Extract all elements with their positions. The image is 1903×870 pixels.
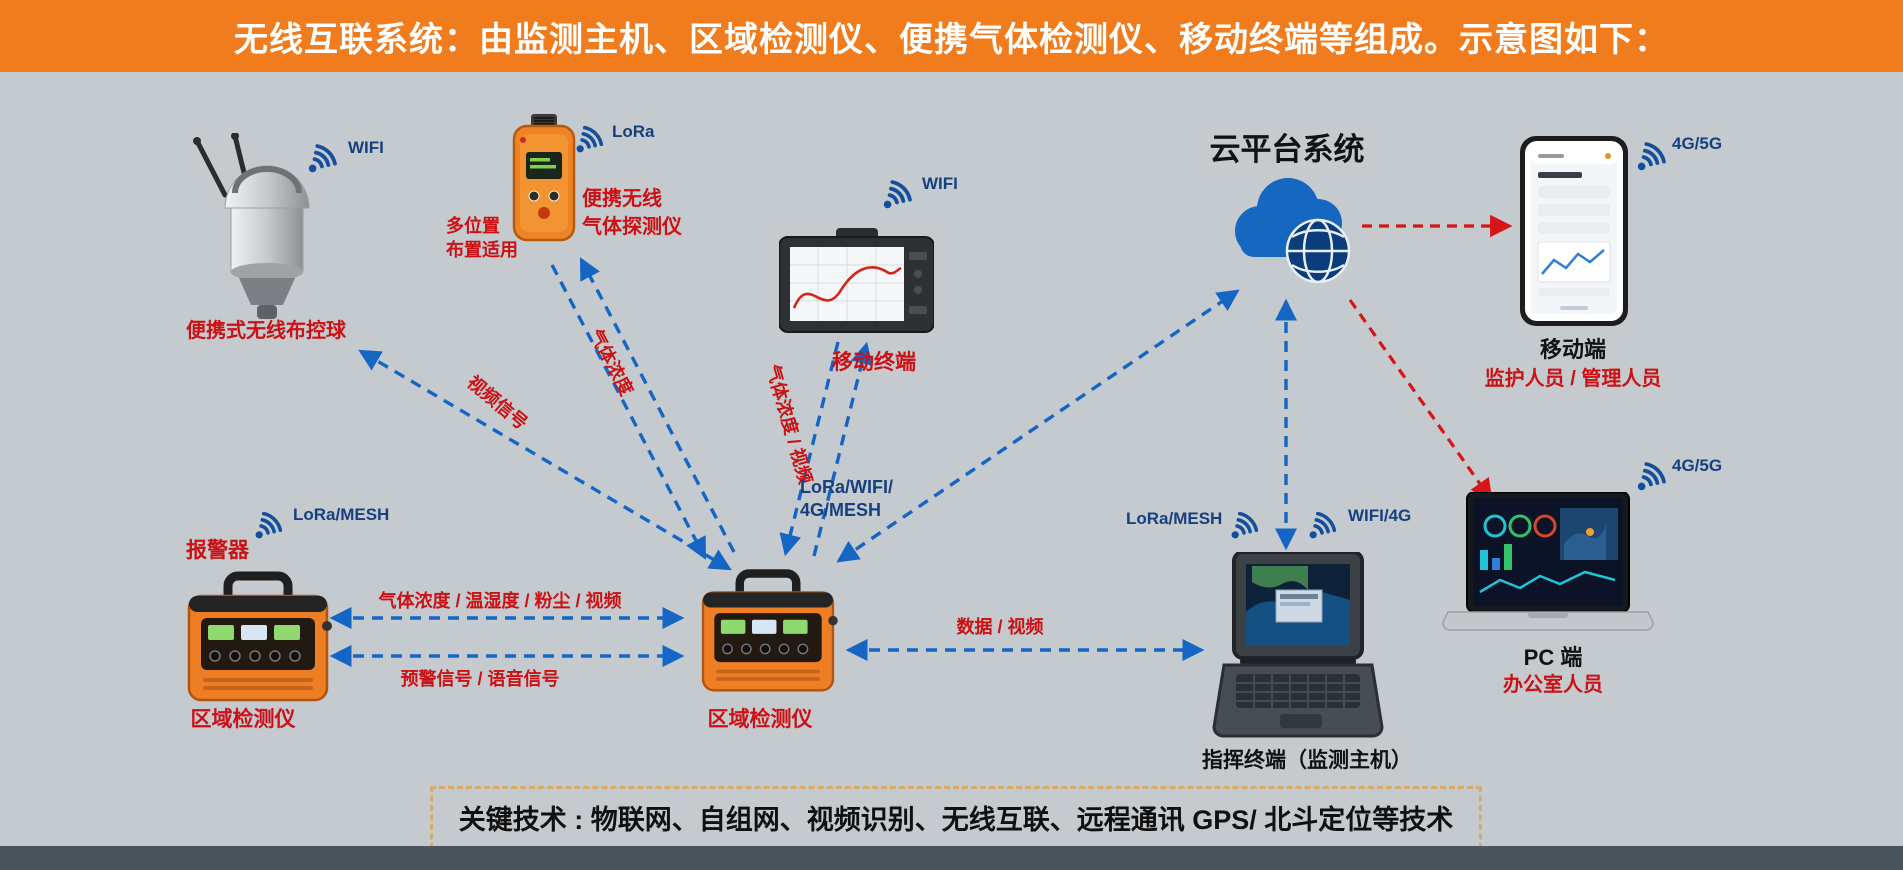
bottom-strip (0, 846, 1903, 870)
key-tech-text: 关键技术 : 物联网、自组网、视频识别、无线互联、远程通讯 GPS/ 北斗定位等… (458, 805, 1454, 835)
cellular-icon (1634, 136, 1672, 174)
alarm-tag: 报警器 (186, 539, 249, 562)
pc-laptop (1442, 492, 1654, 631)
smartphone (1520, 136, 1628, 326)
pc-signal-label: 4G/5G (1672, 456, 1723, 475)
arrow-detector-to-gas (579, 257, 736, 553)
tablet-label: 移动终端 (832, 351, 916, 374)
pc-sub-label: 办公室人员 (1503, 674, 1603, 696)
detector-label: 区域检测仪 (707, 708, 813, 731)
area-detector-center (692, 566, 844, 696)
alarm-signal-label: LoRa/MESH (293, 505, 390, 524)
page-title: 无线互联系统：由监测主机、区域检测仪、便携气体检测仪、移动终端等组成。示意图如下… (234, 20, 1669, 59)
phone-sub-label: 监护人员 / 管理人员 (1484, 368, 1662, 390)
command-signal-left-label: LoRa/MESH (1126, 509, 1223, 528)
lora-icon (573, 120, 609, 156)
alarm-label: 区域检测仪 (190, 708, 296, 731)
cloud-label: 云平台系统 (1209, 132, 1365, 167)
mobile-terminal-tablet (779, 228, 934, 333)
header-bar: 无线互联系统：由监测主机、区域检测仪、便携气体检测仪、移动终端等组成。示意图如下… (0, 0, 1903, 72)
phone-signal-label: 4G/5G (1672, 134, 1723, 153)
portable-gas-detector (512, 114, 576, 242)
arrow-cloud-pc (1348, 299, 1493, 502)
command-label: 指挥终端（监测主机） (1202, 749, 1412, 772)
wireless-camera-ball (193, 133, 310, 319)
pc-label: PC 端 (1523, 645, 1583, 670)
gas-note-line2: 布置适用 (446, 240, 518, 260)
arrow-gas-to-detector (550, 264, 707, 560)
area-detector-alarm (183, 568, 333, 706)
cellular-icon (1634, 456, 1672, 494)
gas-label-line2: 气体探测仪 (582, 216, 682, 238)
phone-label: 移动端 (1539, 337, 1606, 362)
command-terminal-laptop (1212, 552, 1384, 738)
command-signal-right-label: WIFI/4G (1348, 506, 1412, 525)
ball-label: 便携式无线布控球 (186, 320, 346, 342)
gas-label-line1: 便携无线 (582, 188, 662, 210)
link-label-warn-voice: 预警信号 / 语音信号 (400, 669, 560, 689)
arrow-detector-to-tablet (812, 341, 873, 557)
lora-mesh-icon (252, 506, 288, 542)
arrow-ball-detector (358, 349, 732, 571)
lora-mesh-icon (1228, 506, 1264, 542)
tablet-signal-label: WIFI (922, 174, 958, 193)
arrow-detector-cloud (836, 289, 1240, 563)
wifi-icon (880, 174, 918, 212)
key-tech-box: 关键技术 : 物联网、自组网、视频识别、无线互联、远程通讯 GPS/ 北斗定位等… (430, 786, 1482, 849)
link-label-mesh-line2: 4G/MESH (800, 500, 882, 520)
wifi-icon (305, 138, 343, 176)
gas-note-line1: 多位置 (446, 216, 500, 236)
cloud-platform (1235, 178, 1351, 284)
ball-signal-label: WIFI (348, 138, 384, 157)
link-label-mesh-line1: LoRa/WIFI/ (800, 477, 893, 497)
arrow-tablet-to-detector (779, 341, 840, 557)
gas-signal-label: LoRa (612, 122, 655, 141)
link-label-sensor-bundle: 气体浓度 / 温湿度 / 粉尘 / 视频 (378, 591, 622, 611)
wifi-4g-icon (1306, 506, 1342, 542)
link-label-data-video: 数据 / 视频 (956, 617, 1044, 637)
